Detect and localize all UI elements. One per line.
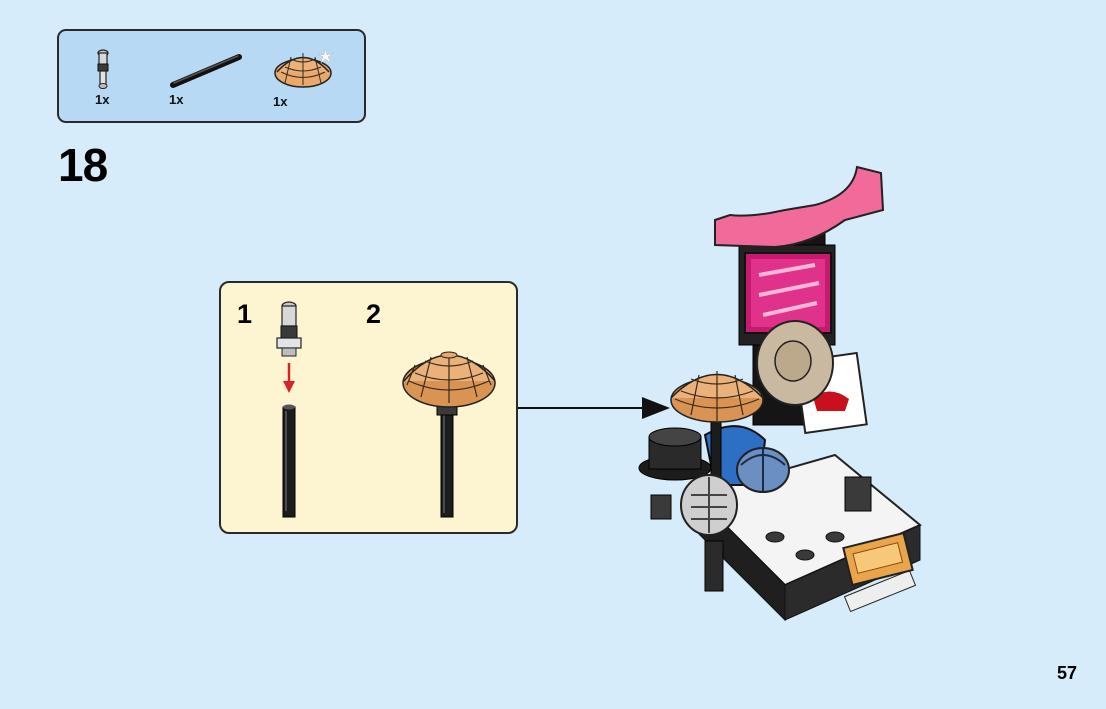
substep-1-illustration [276, 301, 302, 518]
conical-hat-icon [274, 48, 334, 88]
part-quantity: 1x [169, 92, 184, 107]
market-stall-model-illustration [638, 165, 922, 622]
step-number: 18 [58, 139, 108, 191]
black-bar-icon [170, 54, 242, 88]
substep-callout: 1 2 [219, 281, 518, 534]
callout-pointer-arrow [518, 397, 670, 419]
substep-label-1: 1 [237, 299, 253, 329]
substep-2-illustration [402, 351, 496, 518]
page-number: 57 [1056, 663, 1077, 683]
substep-label-2: 2 [366, 299, 382, 329]
parts-list-callout: 1x 1x 1x [57, 29, 366, 123]
part-quantity: 1x [273, 94, 288, 109]
part-quantity: 1x [95, 92, 110, 107]
bar-holder-clip-icon [97, 49, 109, 89]
